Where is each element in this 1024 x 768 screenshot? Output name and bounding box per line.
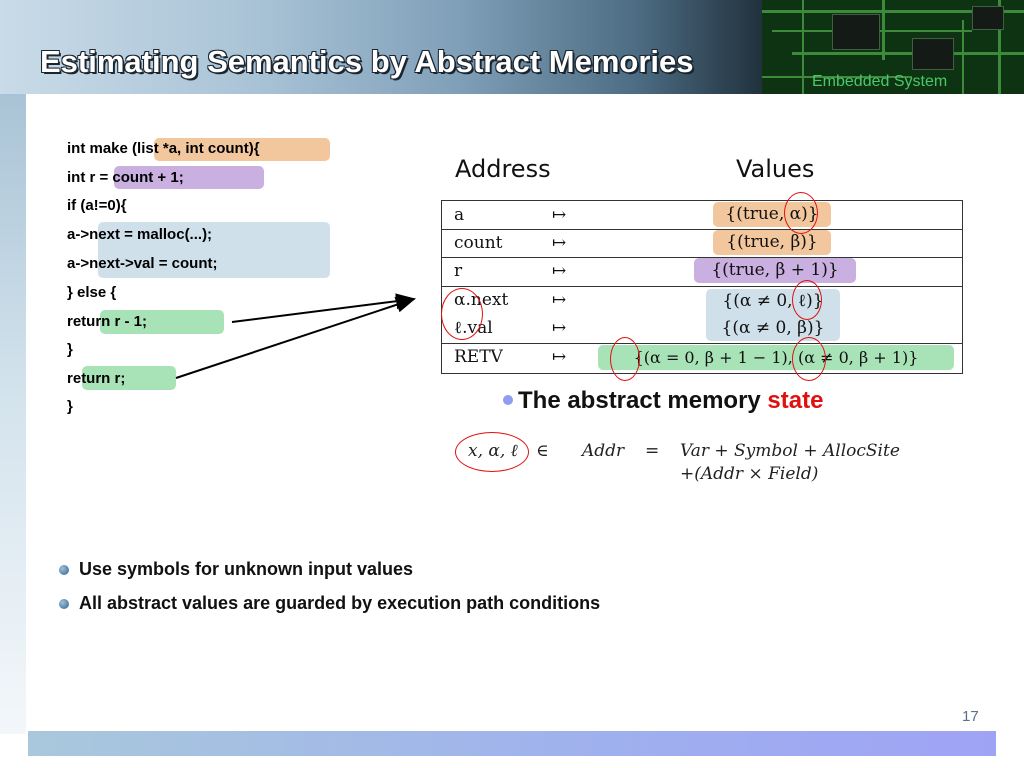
annotation-circle — [792, 280, 822, 320]
code-line: } — [67, 341, 73, 358]
annotation-circle — [610, 337, 640, 381]
address-value-table: a ↦ {(true, α)} count ↦ {(true, β)} r ↦ … — [441, 200, 963, 374]
maps-to-symbol: ↦ — [552, 318, 567, 338]
maps-to-symbol: ↦ — [552, 290, 567, 310]
formula-eq: = — [645, 441, 660, 461]
page-number: 17 — [962, 708, 979, 725]
maps-to-symbol: ↦ — [552, 347, 567, 367]
bullet-icon — [59, 599, 69, 609]
memory-state-caption: The abstract memory state — [518, 387, 824, 414]
slide-title: Estimating Semantics by Abstract Memorie… — [40, 44, 694, 79]
code-highlight-return1 — [100, 310, 224, 334]
code-line: return r - 1; — [67, 313, 148, 330]
table-row-address: r — [454, 261, 463, 281]
table-header-values: Values — [736, 155, 815, 183]
code-line: if (a!=0){ — [67, 197, 127, 214]
bullet-text: All abstract values are guarded by execu… — [79, 593, 601, 613]
code-line: a->next = malloc(...); — [67, 226, 213, 243]
code-line: } — [67, 398, 73, 415]
code-line: a->next->val = count; — [67, 255, 218, 272]
table-row-address: count — [454, 233, 503, 253]
side-band — [0, 94, 26, 734]
formula-rhs2: +(Addr × Field) — [680, 464, 819, 484]
annotation-circle — [455, 432, 529, 472]
bullet-dot-icon — [503, 395, 513, 405]
maps-to-symbol: ↦ — [552, 233, 567, 253]
bullet-icon — [59, 565, 69, 575]
bullet-text: Use symbols for unknown input values — [79, 559, 414, 579]
annotation-circle — [784, 192, 818, 234]
table-row-value: {(α = 0, β + 1 − 1), (α ≠ 0, β + 1)} — [598, 345, 954, 370]
table-row-value: {(true, β + 1)} — [694, 258, 856, 283]
code-highlight-return2 — [82, 366, 176, 390]
maps-to-symbol: ↦ — [552, 205, 567, 225]
table-header-address: Address — [455, 155, 551, 183]
slide-subtitle: Embedded System — [812, 73, 948, 90]
formula-lhs: Addr — [582, 441, 625, 461]
code-line: int make (list *a, int count){ — [67, 140, 260, 157]
code-line: int r = count + 1; — [67, 169, 184, 186]
code-line: return r; — [67, 370, 126, 387]
code-highlight-assign — [114, 166, 264, 189]
footer-bar — [28, 731, 996, 756]
annotation-circle — [792, 337, 826, 381]
table-row-address: RETV — [454, 347, 503, 367]
annotation-circle — [441, 288, 483, 340]
code-highlight-params — [154, 138, 330, 161]
table-row-value: {(α ≠ 0, β)} — [721, 318, 825, 338]
table-row-address: a — [454, 205, 465, 225]
code-highlight-malloc — [98, 222, 330, 278]
formula-in: ∈ — [536, 441, 549, 461]
circuit-board-image — [762, 0, 1024, 94]
maps-to-symbol: ↦ — [552, 261, 567, 281]
code-line: } else { — [67, 284, 117, 301]
formula-rhs1: Var + Symbol + AllocSite — [680, 441, 900, 461]
table-row-value: {(true, β)} — [713, 230, 831, 255]
formula-vars: x, α, ℓ — [468, 441, 518, 461]
